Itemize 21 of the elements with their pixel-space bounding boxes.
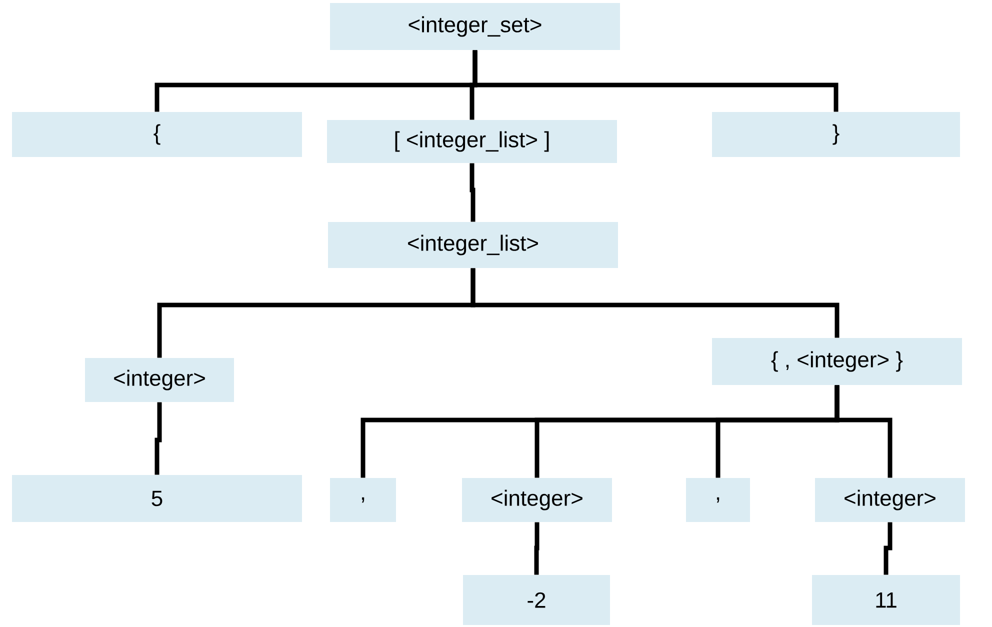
grammar-box: <integer> [815, 478, 965, 522]
grammar-box: { [12, 112, 302, 157]
grammar-box: 11 [812, 575, 960, 625]
grammar-box: 5 [12, 475, 302, 522]
tree-line [834, 385, 892, 478]
grammar-box: [ <integer_list> ] [327, 120, 617, 163]
grammar-box: } [712, 112, 960, 157]
tree-line [154, 402, 162, 475]
grammar-box: <integer> [462, 478, 612, 522]
tree-line [470, 163, 476, 222]
grammar-box: <integer> [85, 358, 234, 402]
grammar-box: , [686, 478, 750, 522]
grammar-box: <integer_list> [328, 222, 618, 268]
grammar-box: { , <integer> } [712, 338, 962, 385]
tree-line [534, 522, 540, 575]
tree-line [472, 50, 838, 112]
tree-line [884, 522, 892, 575]
grammar-box: <integer_set> [330, 3, 620, 50]
grammar-box: , [330, 478, 396, 522]
grammar-box: -2 [463, 575, 610, 625]
tree-line [470, 268, 840, 338]
